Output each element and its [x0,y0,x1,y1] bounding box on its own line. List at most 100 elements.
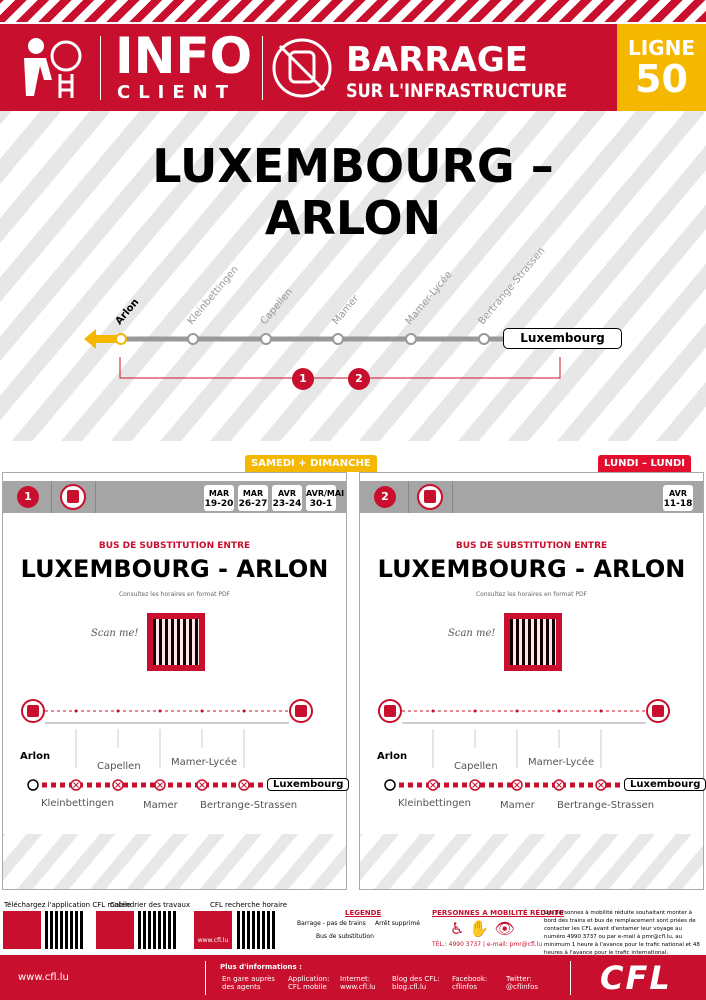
station-label: Mamer [500,800,535,811]
date-days: 11-18 [663,499,693,509]
legend-stop-removed: Arrêt supprimé [375,920,420,927]
qr-code[interactable] [237,911,275,949]
qr-code[interactable] [147,613,205,671]
qr-code[interactable] [504,613,562,671]
app-label: Téléchargez l'application CFL mobile [4,901,132,909]
scan-me-label: Scan me! [91,628,139,639]
arrow-left-icon [84,329,120,349]
date-month: AVR/MAI [306,489,345,498]
calendar-label: Calendrier des travaux [110,901,191,909]
date-days: 30-1 [309,499,333,509]
line-diagram [84,329,561,379]
client-label: CLIENT [117,82,237,103]
panel-number: 2 [374,486,396,508]
terminus-box: Luxembourg [267,778,350,791]
date-days: 23-24 [272,499,302,509]
panel-subtitle: BUS DE SUBSTITUTION ENTRE [455,541,608,551]
legend-title: LEGENDE [345,909,382,917]
station-label: Bertrange-Strassen [557,800,655,811]
info-item[interactable]: Twitter: @cflinfos [506,975,539,991]
pmr-title: PERSONNES A MOBILITÉ RÉDUITE [432,909,564,917]
info-item[interactable]: Internet: www.cfl.lu [340,975,376,991]
infrastructure-label: SUR L'INFRASTRUCTURE [346,80,568,102]
bottom-bar: www.cfl.lu Plus d'informations : En gare… [0,955,706,1000]
barrage-label: BARRAGE [346,40,529,80]
station-dot [384,779,396,791]
terminus-box: Luxembourg [624,778,706,791]
consult-text: Consultez les horaires en format PDF [475,591,588,598]
panel-route-diagram [21,699,313,791]
period-badge-2: 2 [348,368,370,390]
day-tag: SAMEDI + DIMANCHE [245,455,377,472]
cfl-logo: CFL [600,959,672,997]
station-label: Bertrange-Strassen [200,800,298,811]
panel-stripes [360,834,703,889]
pmr-text: Les personnes à mobilité réduite souhait… [544,910,700,956]
station-dot [478,333,490,345]
footer-info: Téléchargez l'application CFL mobile Cal… [0,901,706,956]
origin-label: Arlon [20,751,51,762]
panel-route: LUXEMBOURG - ARLON [377,555,686,583]
station-dot [115,333,127,345]
worker-icon [24,38,82,98]
date-days: 19-20 [204,499,234,509]
panel-route-diagram [378,699,670,791]
info-item[interactable]: Application: CFL mobile [288,975,330,991]
period-badge-1: 1 [292,368,314,390]
legend-bus: Bus de substitution [316,933,374,940]
line-label: LIGNE [627,36,695,60]
info-item: En gare auprès des agents [222,975,275,991]
title-line-1: LUXEMBOURG – [152,139,554,193]
station-label: Mamer-Lycée [171,757,238,768]
line-badge: LIGNE 50 [617,24,706,111]
station-dot [405,333,417,345]
header-banner: INFO CLIENT BARRAGE SUR L'INFRASTRUCTURE [0,24,617,111]
worker-icon [96,911,134,949]
info-item[interactable]: Facebook: cflinfos [452,975,488,991]
clock-icon [3,911,41,949]
pmr-contact: TÉL.: 4990 3737 | e-mail: pmr@cfl.lu [432,941,543,948]
station-label: Kleinbettingen [398,798,471,809]
date-month: MAR [242,489,264,498]
website-link[interactable]: www.cfl.lu [18,972,69,983]
date-month: MAR [208,489,230,498]
station-dot [187,333,199,345]
line-number: 50 [635,57,688,101]
more-info-label: Plus d'informations : [220,963,302,971]
scan-me-label: Scan me! [448,628,496,639]
page-title: LUXEMBOURG –ARLON [0,140,706,244]
qr-code[interactable] [138,911,176,949]
station-dot [332,333,344,345]
cfl-url-small[interactable]: www.cfl.lu [194,911,232,949]
date-month: AVR [669,489,687,498]
station-label: Mamer-Lycée [528,757,595,768]
origin-label: Arlon [377,751,408,762]
station-label: Capellen [454,761,498,772]
station-label: Kleinbettingen [41,798,114,809]
qr-code[interactable] [45,911,83,949]
station-dot [260,333,272,345]
panel-number: 1 [17,486,39,508]
info-item[interactable]: Blog des CFL: blog.cfl.lu [392,975,440,991]
date-month: AVR [278,489,296,498]
day-tag: LUNDI – LUNDI [598,455,692,472]
station-label: Mamer [143,800,178,811]
search-label: CFL recherche horaire [210,901,288,909]
bus-icon [417,484,443,510]
bus-icon [60,484,86,510]
info-label: INFO [115,27,253,85]
title-line-2: ARLON [264,191,442,245]
consult-text: Consultez les horaires en format PDF [118,591,231,598]
station-dot [27,779,39,791]
wheelchair-icon: ♿ ✋ 👁 [450,919,515,938]
hazard-stripes [0,0,706,22]
panel-stripes [3,834,346,889]
